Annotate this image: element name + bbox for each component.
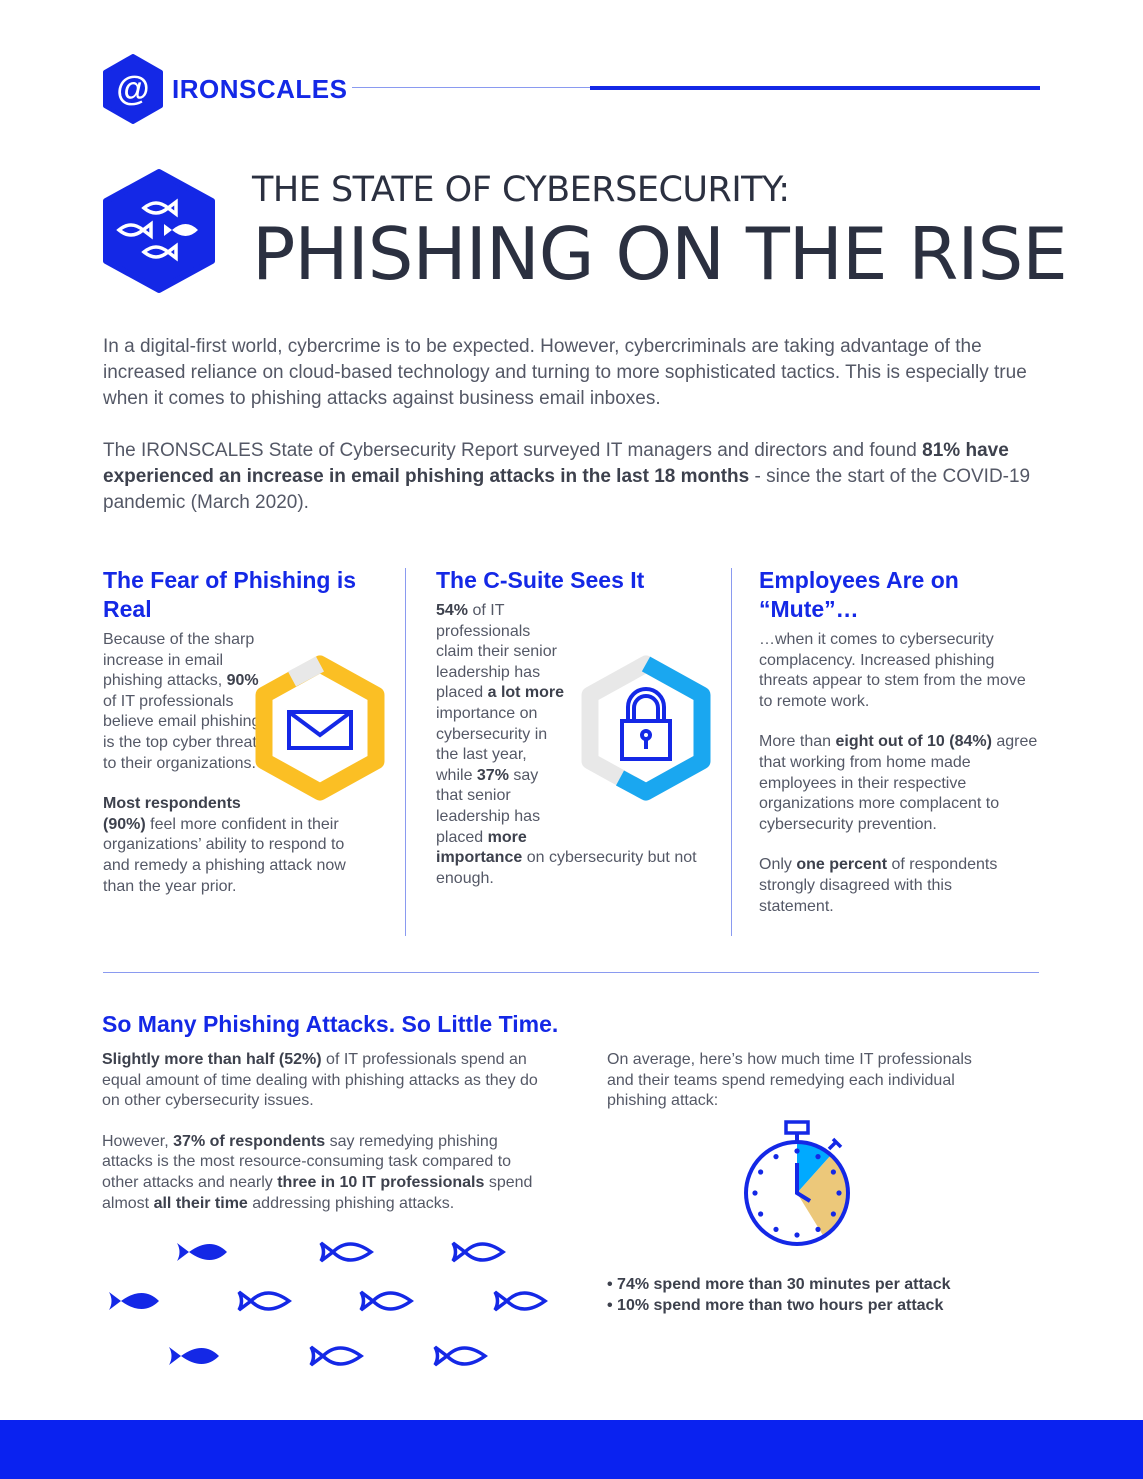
stopwatch-tick [830,1169,836,1175]
column-employees-mute: Employees Are on “Mute”… …when it comes … [759,566,1039,917]
intro-paragraph-1: In a digital-first world, cybercrime is … [103,336,1027,409]
envelope-hex-icon [255,655,385,801]
header-divider-thick [590,86,1040,90]
svg-text:@: @ [116,70,149,108]
ironscales-logo-icon: @ [103,54,163,124]
section-left-text: Slightly more than half (52%) of IT prof… [102,1050,542,1214]
section-heading: So Many Phishing Attacks. So Little Time… [102,1011,559,1037]
stopwatch-tick [815,1226,821,1232]
fish-school-hex-icon [103,169,215,293]
column-paragraph: Because of the sharp increase in email p… [103,631,261,772]
stopwatch-tick [815,1154,821,1160]
stopwatch-tick [794,1148,800,1154]
column-paragraph: Only one percent of respondents strongly… [759,856,998,915]
padlock-hex-icon [581,655,711,801]
section-right-text: On average, here’s how much time IT prof… [607,1051,972,1110]
fish-filled-icon [169,1347,219,1365]
column-paragraph: Most respondents (90%) feel more confide… [103,795,346,895]
column-c-suite: The C-Suite Sees It 54% of IT profession… [436,566,716,889]
stopwatch-tick [794,1232,800,1238]
stopwatch-tick [758,1169,764,1175]
envelope-icon [287,710,353,750]
fish-outline-icon [309,1345,364,1367]
column-heading: Employees Are on “Mute”… [759,567,959,622]
fish-filled-icon [109,1292,159,1310]
fish-school-illustration [109,1241,548,1367]
fish-outline-icon [359,1290,414,1312]
fish-outline-icon [493,1290,548,1312]
column-heading: The Fear of Phishing is Real [103,567,357,622]
section-paragraph: Slightly more than half (52%) of IT prof… [102,1051,538,1110]
column-paragraph: …when it comes to cybersecurity complace… [759,631,1026,710]
column-paragraph: 54% of IT professionals claim their seni… [436,602,697,887]
column-divider [405,568,406,936]
fish-outline-icon [449,1241,506,1263]
padlock-icon [620,687,672,761]
fish-filled-icon [177,1243,227,1261]
brand-name: IRONSCALES [172,74,348,104]
stopwatch-tick [752,1190,758,1196]
page-subtitle: THE STATE OF CYBERSECURITY: [252,170,790,210]
intro-paragraph-2: The IRONSCALES State of Cybersecurity Re… [103,440,1031,513]
bullet-item: • 74% spend more than 30 minutes per att… [607,1276,951,1293]
column-divider [731,568,732,936]
section-divider [103,972,1039,973]
column-fear-of-phishing: The Fear of Phishing is Real Because of … [103,566,365,897]
stopwatch-tick [773,1226,779,1232]
section-paragraph: However, 37% of respondents say remedyin… [102,1132,533,1212]
fish-outline-icon [431,1345,488,1367]
header-divider-thin [352,87,592,88]
stopwatch-tick [758,1211,764,1217]
stopwatch-tick [830,1211,836,1217]
stopwatch-tick [773,1154,779,1160]
time-bullets: • 74% spend more than 30 minutes per att… [607,1275,951,1316]
column-heading: The C-Suite Sees It [436,567,645,593]
column-paragraph: More than eight out of 10 (84%) agree th… [759,733,1038,833]
footer-bar [0,1420,1143,1479]
stopwatch-icon [744,1120,850,1246]
page-title: PHISHING ON THE RISE [252,212,1068,296]
bullet-item: • 10% spend more than two hours per atta… [607,1296,944,1314]
stopwatch-tick [836,1190,842,1196]
fish-outline-icon [317,1241,374,1263]
fish-outline-icon [235,1290,292,1312]
